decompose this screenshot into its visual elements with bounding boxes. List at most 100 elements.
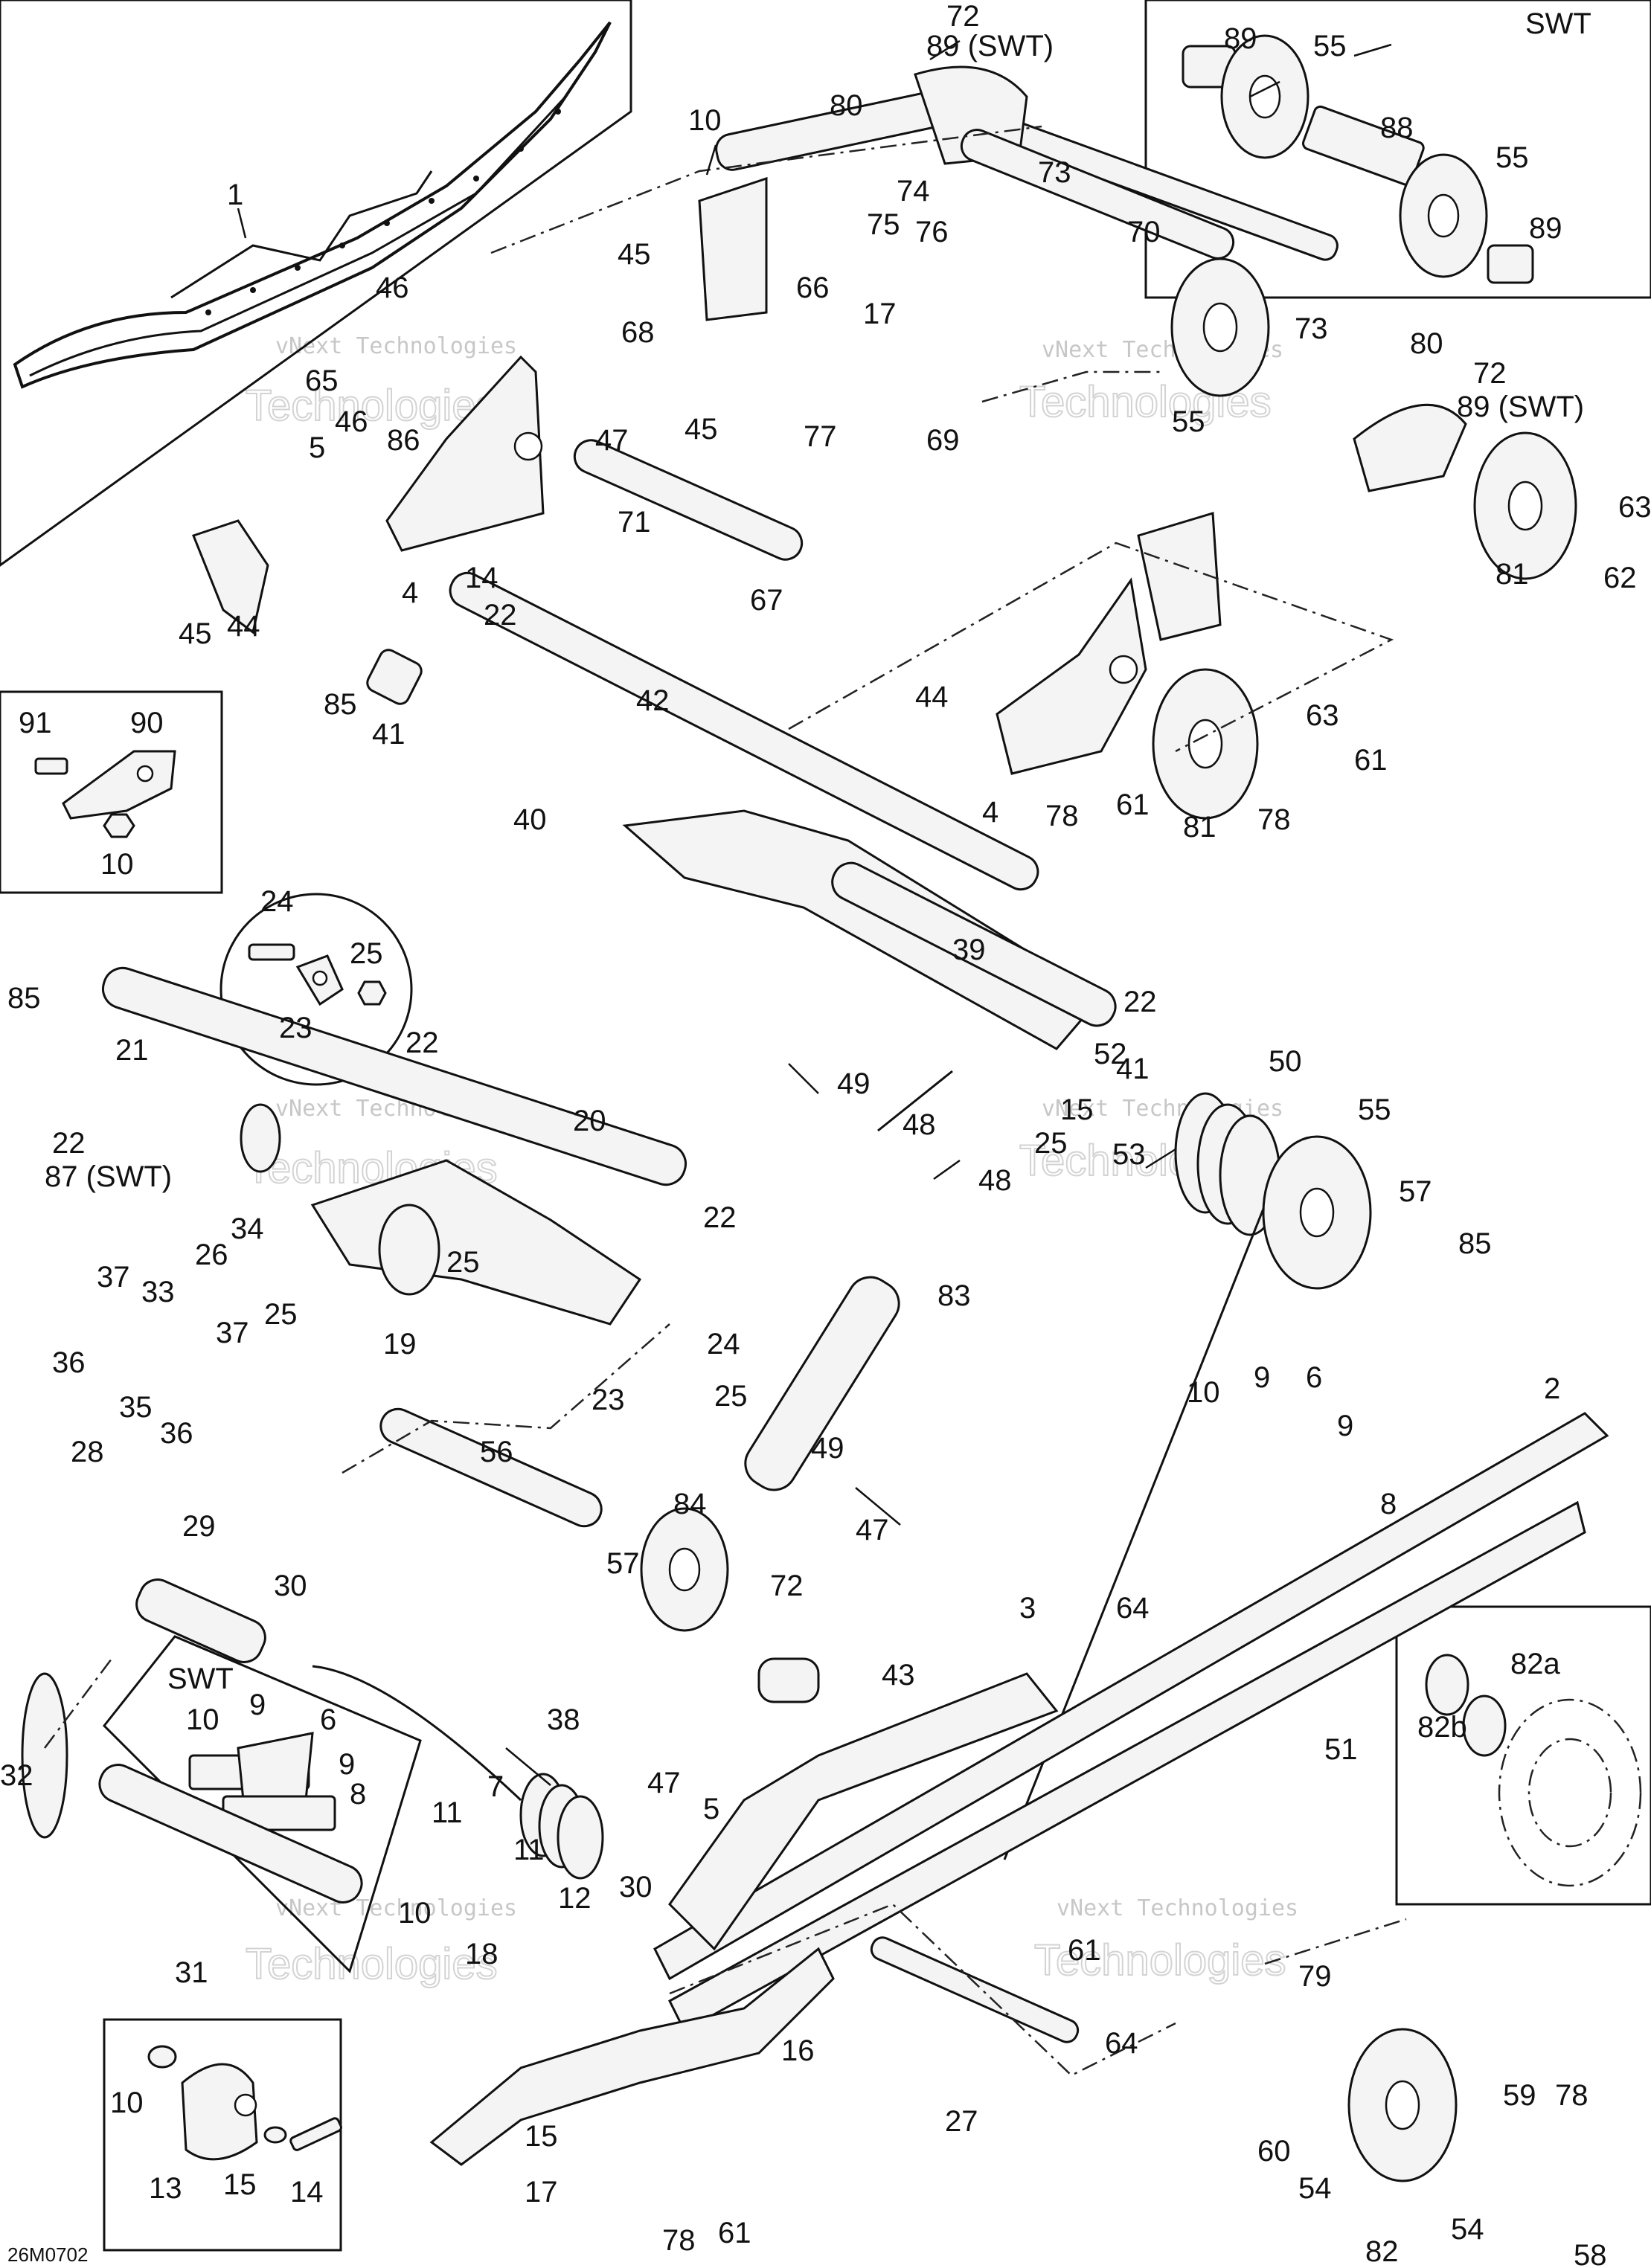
callout-13: 13 [149,2172,182,2205]
callout-37: 37 [97,1261,130,1294]
label-89-swt-rear: 89 (SWT) [1457,391,1584,423]
label-swt-inset: SWT [167,1663,234,1695]
callout-79: 79 [1298,1960,1332,1993]
callout-30: 30 [274,1570,307,1602]
callout-31: 31 [175,1956,208,1989]
callout-9: 9 [1254,1361,1270,1394]
callout-8: 8 [350,1778,366,1811]
callout-60: 60 [1257,2135,1291,2168]
callout-9: 9 [339,1748,355,1781]
callout-61: 61 [1354,744,1388,777]
callout-57: 57 [1399,1175,1432,1208]
callout-47: 47 [856,1514,889,1546]
callout-45: 45 [685,413,718,446]
callout-18: 18 [465,1938,498,1970]
callout-76: 76 [915,216,949,248]
callout-10: 10 [186,1703,219,1736]
callout-4: 4 [402,576,418,609]
callout-46: 46 [376,272,409,304]
callout-10: 10 [110,2087,144,2119]
callout-54: 54 [1451,2213,1484,2246]
callout-27: 27 [945,2105,978,2138]
callout-23: 23 [279,1012,312,1044]
callout-30: 30 [619,1871,653,1904]
watermark-text: Technologies [1034,1936,1286,1985]
shock-83 [744,1070,953,1491]
callout-14: 14 [290,2176,324,2208]
callout-11: 11 [513,1834,545,1866]
callout-22: 22 [703,1201,737,1234]
callout-41: 41 [372,718,405,751]
callout-52: 52 [1094,1038,1127,1070]
front-arm-19 [101,966,687,1326]
callout-10: 10 [1187,1376,1220,1409]
label-87-swt: 87 (SWT) [45,1160,172,1193]
callout-36: 36 [160,1417,193,1450]
label-72: 72 [946,0,980,33]
callout-73: 73 [1038,156,1071,189]
callout-77: 77 [804,420,837,453]
callout-22: 22 [1123,986,1157,1018]
callout-64: 64 [1105,2027,1138,2060]
callout-81: 81 [1183,811,1216,844]
callout-86: 86 [387,424,420,457]
callout-89: 89 [1529,212,1562,245]
callout-29: 29 [182,1510,216,1543]
callout-84: 84 [673,1488,707,1520]
callout-33: 33 [141,1276,175,1308]
callout-82a: 82a [1510,1648,1560,1680]
callout-55: 55 [1358,1093,1391,1126]
callout-3: 3 [1019,1592,1036,1625]
watermark-text: vNext Technologies [1057,1895,1298,1921]
spring-38 [312,1665,604,1880]
inset-rail-box [0,0,632,567]
callout-17: 17 [863,298,897,330]
callout-69: 69 [926,424,960,457]
callout-88: 88 [1380,112,1414,144]
rear-bracket [996,577,1147,775]
callout-25: 25 [1034,1127,1068,1160]
inset-wheel-detail-box [1395,1605,1651,1906]
callout-25: 25 [714,1380,748,1413]
callout-85: 85 [7,982,41,1015]
callout-80: 80 [1410,327,1443,360]
callout-68: 68 [621,316,655,349]
callout-71: 71 [618,506,651,539]
callout-32: 32 [0,1759,33,1792]
inset-bracket-box [0,690,223,894]
callout-6: 6 [1306,1361,1322,1394]
callout-50: 50 [1269,1045,1302,1078]
callout-26: 26 [195,1239,228,1271]
callout-56: 56 [480,1436,513,1468]
callout-59: 59 [1503,2079,1536,2112]
callout-labels: 1 2 3 4 4 5 5 6 6 7 8 8 9 9 9 9 10 10 10… [0,22,1651,2268]
callout-75: 75 [867,208,900,241]
callout-44: 44 [915,681,949,713]
watermark-text: vNext Technologies [275,1895,517,1921]
callout-61: 61 [1068,1934,1101,1967]
watermark-text: vNext Technologies [275,333,517,359]
callout-6: 6 [320,1703,336,1736]
callout-11: 11 [432,1796,463,1829]
callout-90: 90 [130,707,164,739]
callout-25: 25 [264,1298,298,1331]
callout-70: 70 [1127,216,1161,248]
callout-45: 45 [618,238,651,271]
callout-42: 42 [636,684,670,717]
callout-55: 55 [1313,30,1347,62]
callout-82: 82 [1365,2235,1399,2268]
callout-39: 39 [952,934,986,966]
callout-12: 12 [558,1882,592,1915]
callout-2: 2 [1544,1372,1560,1405]
callout-74: 74 [897,175,930,208]
callout-78: 78 [1257,803,1291,836]
callout-41: 41 [1116,1053,1150,1085]
inset-circle-detail [219,893,413,1086]
callout-44: 44 [227,610,260,643]
callout-82b: 82b [1417,1711,1467,1744]
callout-80: 80 [830,89,863,122]
callout-85: 85 [1458,1227,1492,1260]
callout-22: 22 [405,1027,439,1059]
callout-22: 22 [52,1127,86,1160]
tubes-and-spacers [21,129,1235,2043]
